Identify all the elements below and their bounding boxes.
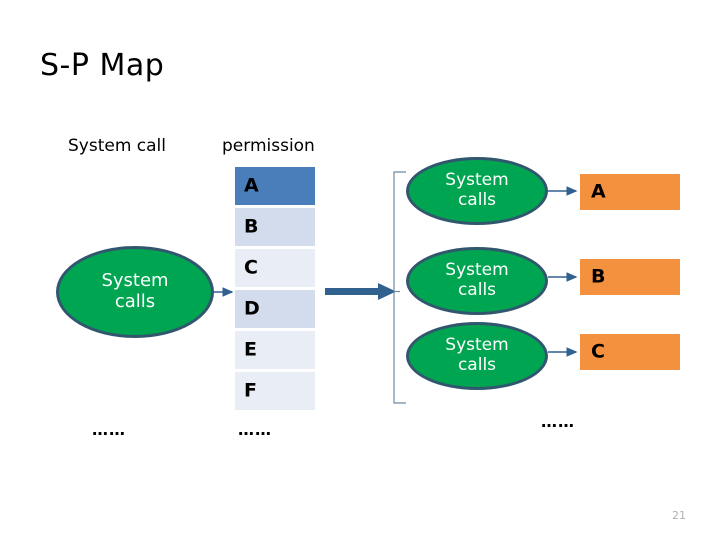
ellipsis-right: ……	[541, 412, 575, 431]
permission-box-d[interactable]: D	[235, 290, 315, 328]
ellipse-label-line2: calls	[457, 355, 497, 375]
page-number: 21	[672, 509, 686, 522]
ellipse-system-calls-right-3[interactable]: System calls	[406, 322, 548, 390]
orange-box-b[interactable]: B	[580, 259, 680, 295]
ellipsis-left: ……	[92, 420, 126, 439]
orange-box-letter: C	[591, 340, 605, 363]
ellipse-label-line1: System	[445, 335, 509, 356]
orange-box-c[interactable]: C	[580, 334, 680, 370]
orange-box-letter: A	[591, 180, 606, 203]
ellipse-label-line2: calls	[457, 190, 497, 210]
ellipse-system-calls-left[interactable]: System calls	[56, 246, 214, 338]
permission-box-stack: A B C D E F	[235, 167, 315, 413]
ellipse-label-line1: System	[445, 260, 509, 281]
ellipse-label-line1: System	[445, 170, 509, 191]
ellipse-label-line2: calls	[114, 291, 156, 312]
permission-box-letter: B	[244, 215, 259, 238]
group-bracket	[393, 171, 406, 404]
column-header-system-call: System call	[68, 136, 167, 156]
page-title: S-P Map	[40, 48, 165, 83]
permission-box-c[interactable]: C	[235, 249, 315, 287]
ellipse-label-line1: System	[101, 270, 169, 292]
permission-box-letter: D	[244, 297, 260, 320]
arrow-permissions-to-groups	[325, 283, 396, 300]
permission-box-b[interactable]: B	[235, 208, 315, 246]
ellipse-system-calls-right-1[interactable]: System calls	[406, 157, 548, 225]
orange-box-letter: B	[591, 265, 606, 288]
ellipse-label-line2: calls	[457, 280, 497, 300]
permission-box-letter: A	[244, 174, 259, 197]
column-header-permission: permission	[222, 136, 315, 156]
permission-box-letter: F	[244, 379, 257, 402]
permission-box-letter: E	[244, 338, 257, 361]
permission-box-e[interactable]: E	[235, 331, 315, 369]
ellipsis-middle: ……	[238, 420, 272, 439]
permission-box-a[interactable]: A	[235, 167, 315, 205]
ellipse-system-calls-right-2[interactable]: System calls	[406, 247, 548, 315]
orange-box-a[interactable]: A	[580, 174, 680, 210]
permission-box-f[interactable]: F	[235, 372, 315, 410]
permission-box-letter: C	[244, 256, 258, 279]
